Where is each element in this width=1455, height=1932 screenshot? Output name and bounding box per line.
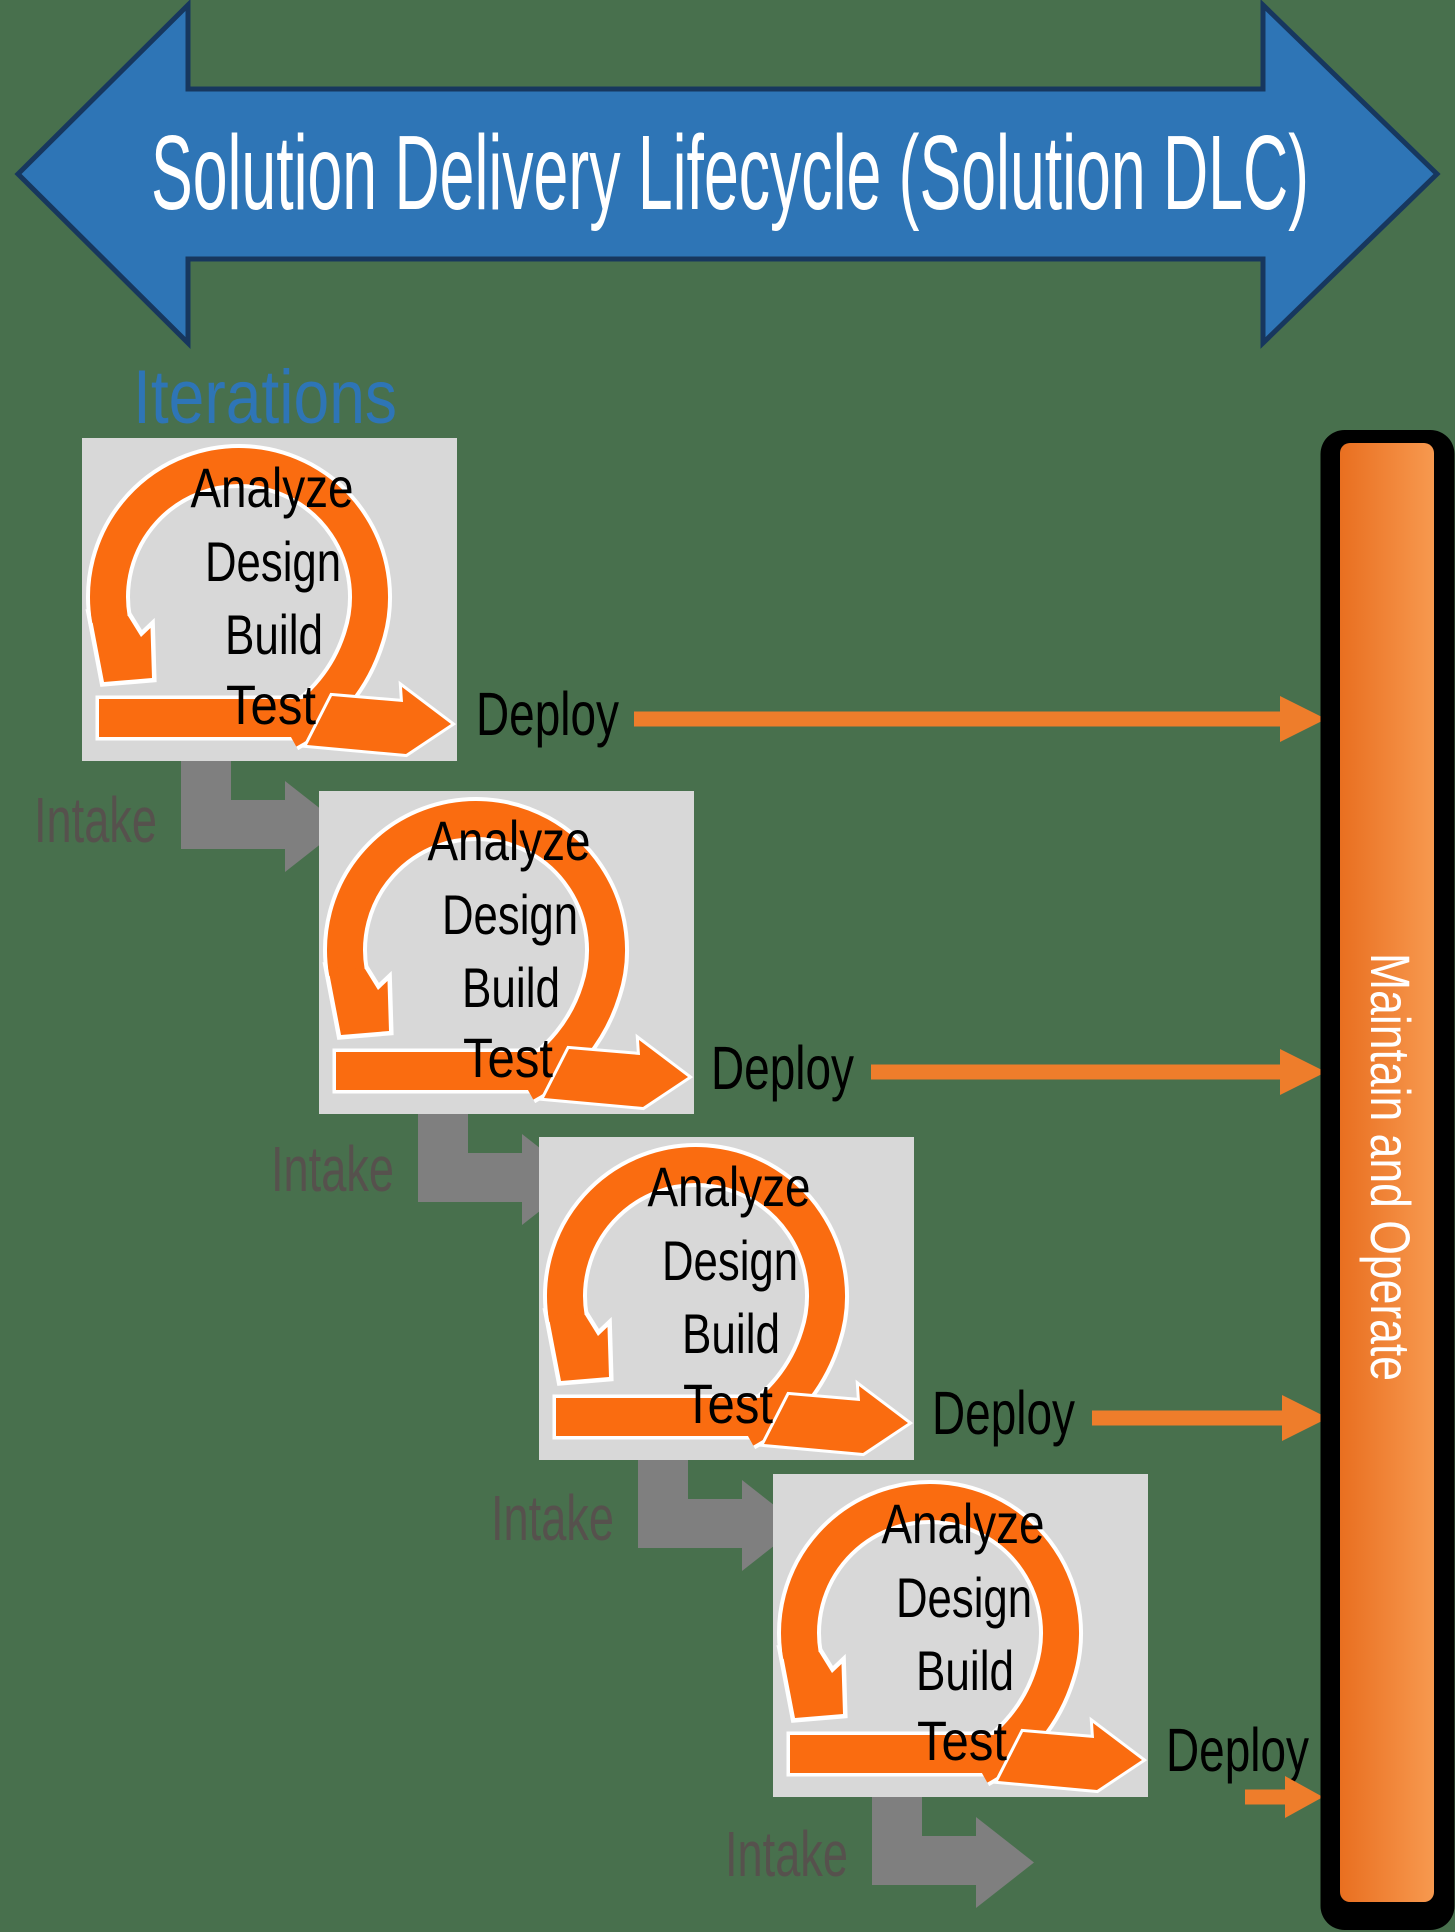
svg-text:Maintain and Operate: Maintain and Operate — [1359, 953, 1422, 1381]
svg-text:Intake: Intake — [34, 784, 157, 856]
svg-text:Deploy: Deploy — [1166, 1716, 1309, 1784]
svg-text:Deploy: Deploy — [476, 680, 619, 748]
svg-text:Deploy: Deploy — [711, 1034, 854, 1102]
svg-text:Iterations: Iterations — [133, 355, 397, 440]
svg-text:Deploy: Deploy — [932, 1379, 1075, 1447]
svg-text:Intake: Intake — [491, 1482, 614, 1554]
svg-text:Intake: Intake — [725, 1818, 848, 1890]
svg-text:Solution Delivery Lifecycle (S: Solution Delivery Lifecycle (Solution DL… — [151, 114, 1309, 232]
svg-text:Intake: Intake — [271, 1133, 394, 1205]
